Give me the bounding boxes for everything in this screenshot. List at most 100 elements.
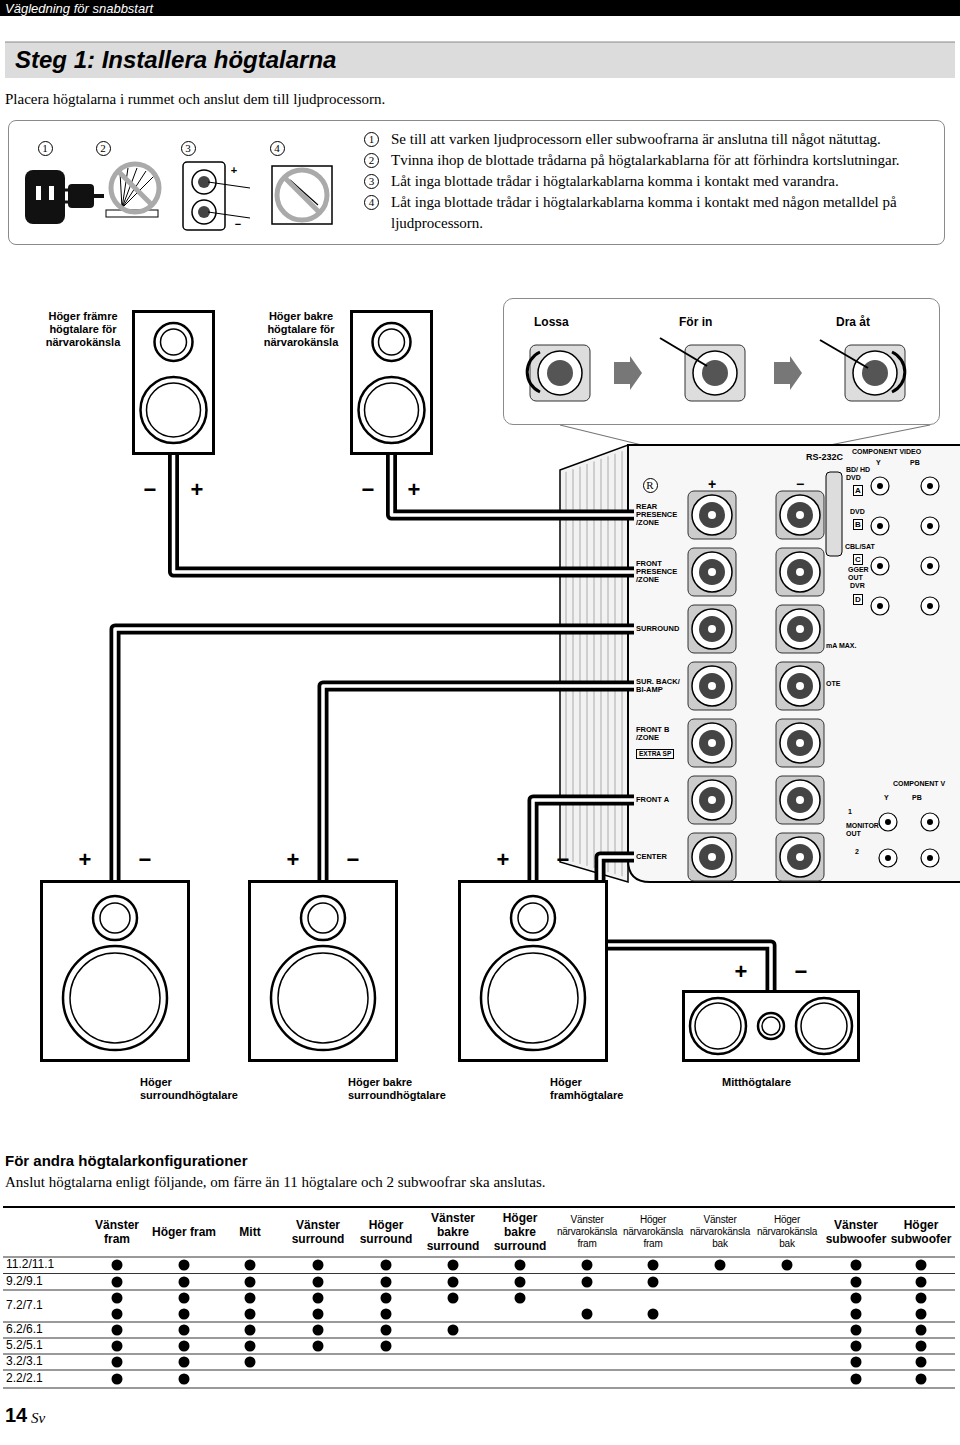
panel-label: CBL/SAT (845, 543, 875, 551)
terminal-hole (796, 682, 804, 690)
table-dot (582, 1260, 593, 1271)
speaker-driver (481, 946, 585, 1050)
jack-pin (927, 563, 933, 569)
panel-label: DVR (850, 582, 865, 590)
terminal-hole (708, 682, 716, 690)
driver-cone (801, 1003, 847, 1049)
chassis-part (272, 166, 332, 224)
speaker-drawing (40, 880, 190, 1062)
table-dot (715, 1260, 726, 1271)
speaker-label: Höger bakre högtalare för närvarokänsla (258, 310, 344, 349)
terminal-knob (692, 552, 732, 592)
polarity-sign: − (235, 218, 241, 231)
driver-cone (147, 383, 201, 437)
table-rule (3, 1322, 955, 1323)
table-dot (112, 1325, 123, 1336)
terminal-cap (787, 730, 813, 756)
plug-prong (60, 201, 68, 204)
terminal-cap (699, 844, 725, 870)
terminal-cap (699, 616, 725, 642)
terminal-hole (708, 511, 716, 519)
terminal-label: FRONT B /ZONE (636, 726, 686, 742)
instruction-text: Tvinna ihop de blottade trådarna på högt… (391, 150, 934, 171)
intro-text: Placera högtalarna i rummet och anslut d… (5, 91, 385, 108)
terminal-knob (692, 495, 732, 535)
terminal-knob (853, 351, 897, 395)
terminal-knob (780, 780, 820, 820)
terminal-cap (787, 616, 813, 642)
panel-hatch (601, 459, 602, 870)
terminal-base (776, 548, 824, 596)
title-rule (5, 42, 955, 43)
cable-core (600, 857, 771, 990)
terminal-group: FRONT PRESENCE /ZONE (636, 560, 686, 584)
jack-pin (927, 603, 933, 609)
speaker-driver (796, 998, 852, 1054)
column-header: Vänster subwoofer (824, 1218, 888, 1246)
terminal-cap (699, 502, 725, 528)
table-dot (245, 1277, 256, 1288)
table-note: Anslut högtalarna enligt följande, om fä… (5, 1174, 546, 1191)
table-dot (916, 1277, 927, 1288)
panel-label: Y (884, 794, 889, 802)
table-dot (916, 1374, 927, 1385)
cable-outline (533, 800, 634, 880)
speaker-cabinet (460, 882, 607, 1061)
terminal-cap (699, 559, 725, 585)
jack-pin (877, 483, 883, 489)
speaker: Höger bakre surroundhögtalare (248, 880, 398, 1062)
video-jack (921, 477, 939, 495)
instruction-text: Se till att varken ljudprocessorn eller … (391, 129, 934, 150)
speaker-drawing (458, 880, 608, 1062)
video-jack (879, 813, 897, 831)
table-dot (313, 1325, 324, 1336)
prohibit-bar (284, 177, 320, 213)
terminal-cap (787, 673, 813, 699)
polarity-sign: − (557, 849, 570, 871)
driver-cone (278, 953, 368, 1043)
speaker-driver (690, 998, 746, 1054)
table-rule (3, 1338, 955, 1339)
input-letter: B (853, 519, 863, 530)
polarity-sign: − (144, 479, 157, 501)
table-dot (245, 1325, 256, 1336)
speaker-drawing (248, 880, 398, 1062)
socket-slot (36, 186, 41, 200)
terminal-knob (693, 351, 737, 395)
table-dot (179, 1260, 190, 1271)
table-dot (648, 1260, 659, 1271)
terminal-cap (699, 787, 725, 813)
title-band (5, 42, 955, 78)
speaker-driver (63, 946, 167, 1050)
terminal-knob (192, 170, 216, 194)
speaker-cable (392, 455, 635, 515)
speaker-cable (323, 686, 634, 880)
speaker-cable (174, 455, 635, 572)
jack-pin (927, 855, 933, 861)
column-header: Höger närvarokänsla fram (620, 1214, 686, 1250)
step-label: Lossa (534, 315, 569, 329)
speaker: Mitthögtalare (682, 990, 860, 1062)
cable-outline (600, 857, 771, 990)
table-dot (448, 1277, 459, 1288)
terminal-group: SUR. BACK/ BI-AMP (636, 678, 686, 694)
terminal-group: CENTER (636, 853, 686, 861)
cable-outline (323, 686, 634, 880)
callout-number: 3 (181, 141, 196, 156)
row-label: 6.2/6.1 (6, 1323, 43, 1337)
terminal-base (688, 548, 736, 596)
terminal-base (688, 662, 736, 710)
polarity-sign: + (735, 961, 748, 983)
terminal-knob (692, 609, 732, 649)
polarity-sign: + (191, 479, 204, 501)
terminal-knob (538, 351, 582, 395)
table-dot (179, 1325, 190, 1336)
callout-number: 4 (270, 141, 285, 156)
panel-label: OTE (826, 680, 840, 688)
table-dot (851, 1325, 862, 1336)
table-dot (582, 1309, 593, 1320)
callout-number: 1 (38, 141, 53, 156)
speaker-cabinet (352, 312, 432, 454)
polarity-sign: + (287, 849, 300, 871)
callout-number: 4 (364, 195, 379, 210)
